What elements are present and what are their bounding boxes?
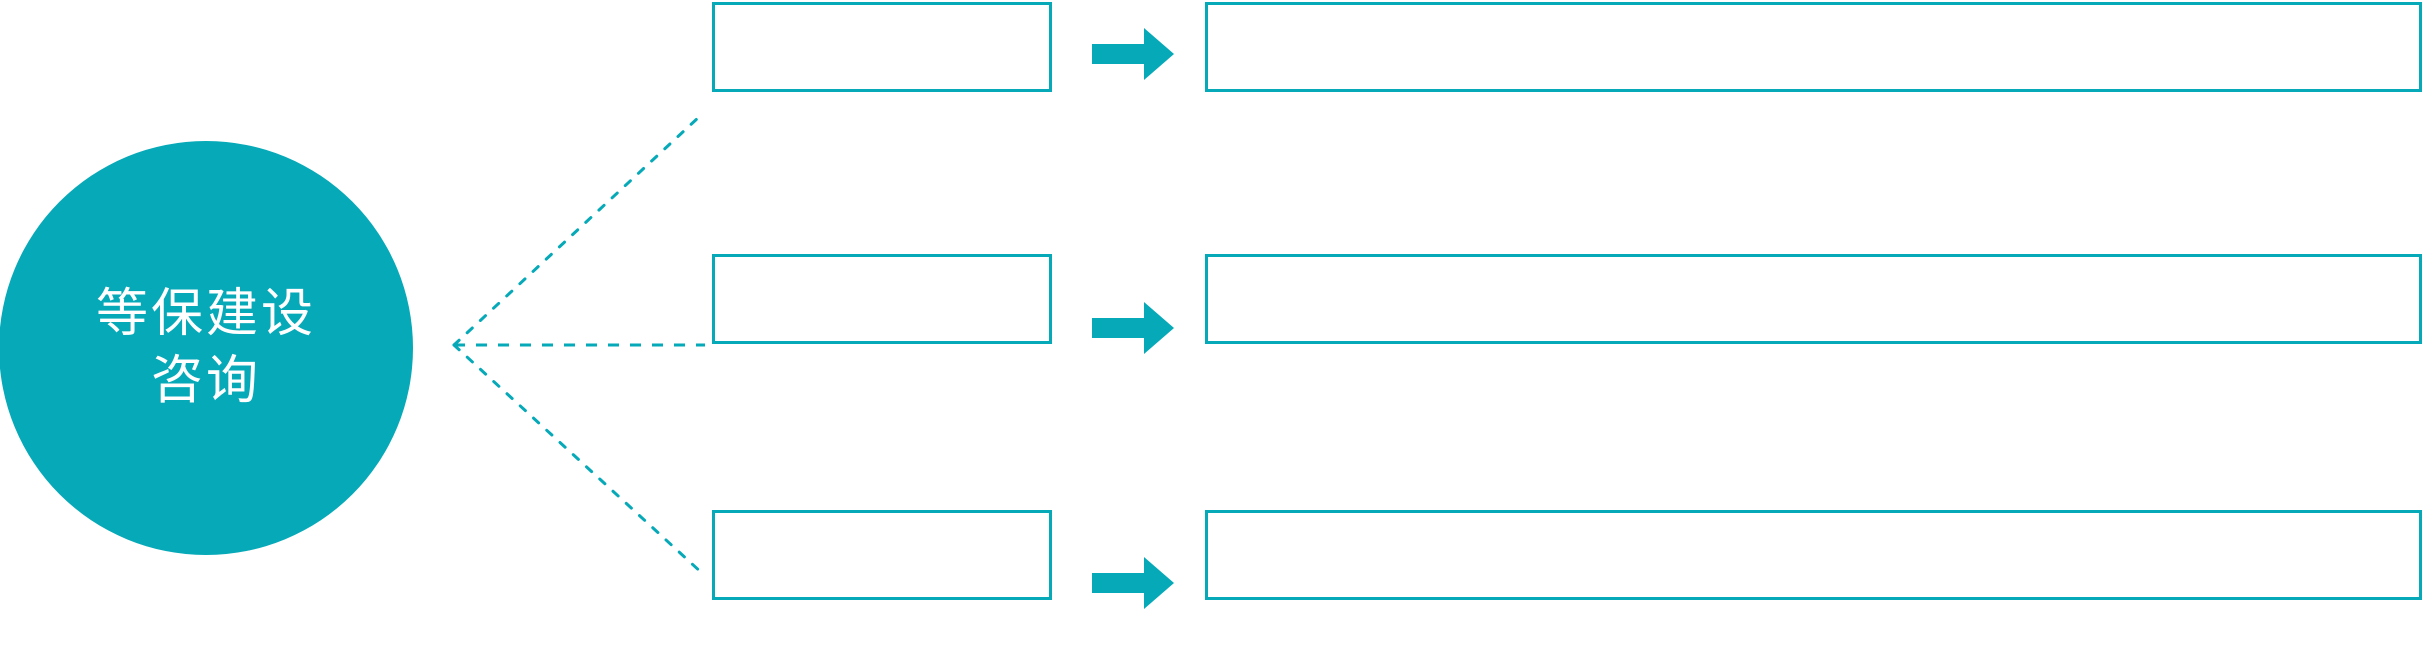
detail-box-row-1[interactable] xyxy=(1205,2,2422,92)
detail-box-row-3[interactable] xyxy=(1205,510,2422,600)
hub-label-line-1: 等保建设 xyxy=(95,285,316,344)
arrow-right-icon-row-2 xyxy=(1092,302,1174,354)
detail-box-row-2[interactable] xyxy=(1205,254,2422,344)
arrow-right-icon-row-3 xyxy=(1092,557,1174,609)
connector-line-1 xyxy=(452,114,702,347)
node-box-row-3[interactable] xyxy=(712,510,1052,600)
hub-label-line-2: 咨询 xyxy=(150,352,261,410)
arrow-right-icon-row-1 xyxy=(1092,28,1174,80)
connector-line-3 xyxy=(452,343,705,576)
node-box-row-2[interactable] xyxy=(712,254,1052,344)
hub-circle[interactable]: 等保建设 咨询 xyxy=(0,141,413,555)
node-box-row-1[interactable] xyxy=(712,2,1052,92)
